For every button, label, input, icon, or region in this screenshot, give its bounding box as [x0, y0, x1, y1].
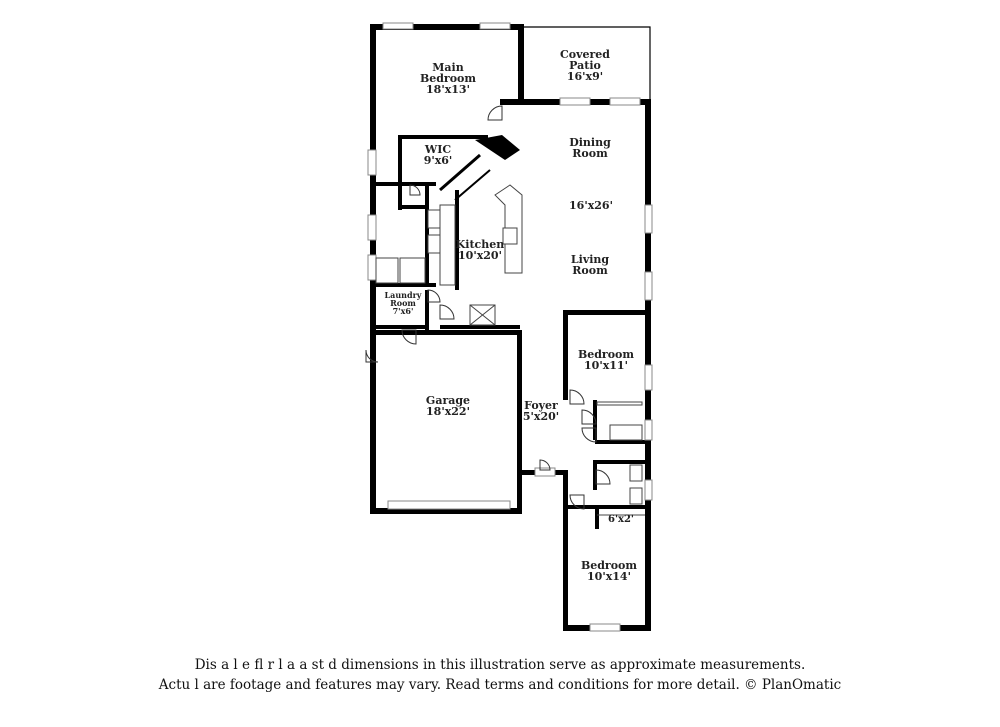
- main-bedroom-name-1: Main: [432, 61, 463, 74]
- foyer-name: Foyer: [524, 399, 558, 412]
- fixtures: [375, 184, 645, 516]
- living-room-name-1: Living: [571, 253, 609, 266]
- kitchen-dims: 10'x20': [458, 249, 502, 262]
- windows: [367, 22, 653, 632]
- laundry-name-1: Laundry: [385, 290, 422, 300]
- covered-patio-name-1: Covered: [560, 48, 610, 61]
- covered-patio-outline: [523, 26, 651, 100]
- closet-dims: 6'x2': [608, 514, 634, 525]
- bedroom-2-name: Bedroom: [578, 348, 634, 361]
- bedroom-3-name: Bedroom: [581, 559, 637, 572]
- covered-patio-dims: 16'x9': [567, 70, 603, 83]
- room-labels: Main Bedroom 18'x13' Covered Patio 16'x9…: [385, 48, 638, 583]
- walls: [370, 24, 651, 631]
- dining-room-name-2: Room: [572, 147, 608, 160]
- foyer-dims: 5'x20': [523, 410, 559, 423]
- disclaimer-line-2: Actu l are footage and features may vary…: [158, 677, 842, 693]
- wic-name: WIC: [424, 143, 451, 156]
- wic-dims: 9'x6': [424, 154, 453, 167]
- covered-patio-name-2: Patio: [569, 59, 601, 72]
- doors: [365, 105, 611, 510]
- kitchen-name: Kitchen: [456, 238, 505, 251]
- laundry-dims: 7'x6': [393, 306, 414, 316]
- disclaimer-line-1: Dis a l e fl r l a a st d dimensions in …: [194, 657, 806, 673]
- bedroom-3-dims: 10'x14': [587, 570, 631, 583]
- main-bedroom-name-2: Bedroom: [420, 72, 476, 85]
- garage-dims: 18'x22': [426, 405, 470, 418]
- garage-name: Garage: [426, 394, 470, 407]
- main-bedroom-dims: 18'x13': [426, 83, 470, 96]
- living-room-name-2: Room: [572, 264, 608, 277]
- laundry-name-2: Room: [390, 298, 416, 308]
- dining-room-name-1: Dining: [569, 136, 611, 149]
- great-room-dims: 16'x26': [569, 199, 613, 212]
- bedroom-2-dims: 10'x11': [584, 359, 628, 372]
